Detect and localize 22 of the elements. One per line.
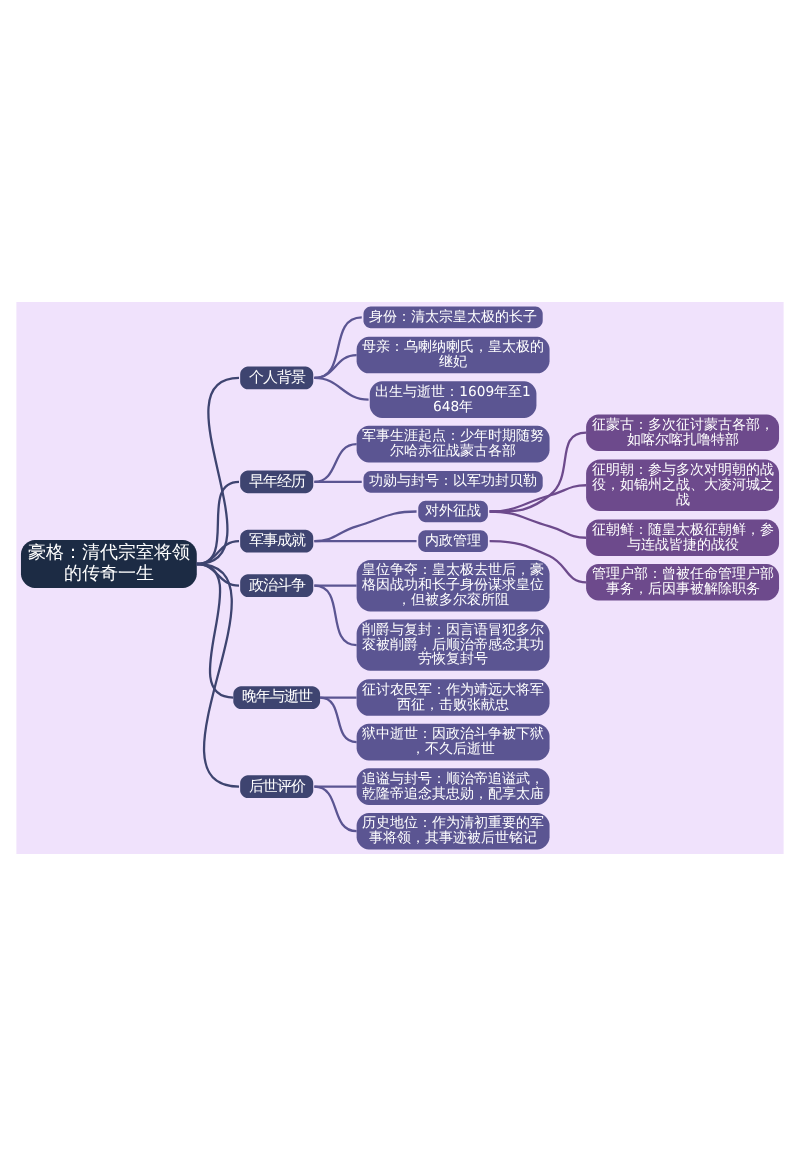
- connector: [489, 540, 587, 584]
- connector: [319, 696, 357, 744]
- connector: [196, 480, 240, 566]
- connector: [196, 376, 240, 566]
- connector: [196, 540, 240, 566]
- connector: [314, 480, 362, 483]
- connector: [320, 696, 357, 699]
- connector: [489, 431, 587, 513]
- connector: [489, 510, 587, 539]
- connector: [314, 785, 357, 788]
- connector: [314, 443, 357, 483]
- connector: [314, 353, 357, 380]
- connector: [489, 484, 587, 513]
- connector: [314, 510, 417, 543]
- connector: [314, 316, 362, 380]
- connector: [314, 584, 357, 647]
- connector: [314, 540, 417, 543]
- connector: [196, 562, 240, 587]
- connector: [314, 376, 369, 401]
- connector: [314, 785, 357, 833]
- node-box: 豪格：清代宗室将领的传奇一生: [20, 540, 197, 588]
- connector: [196, 562, 240, 788]
